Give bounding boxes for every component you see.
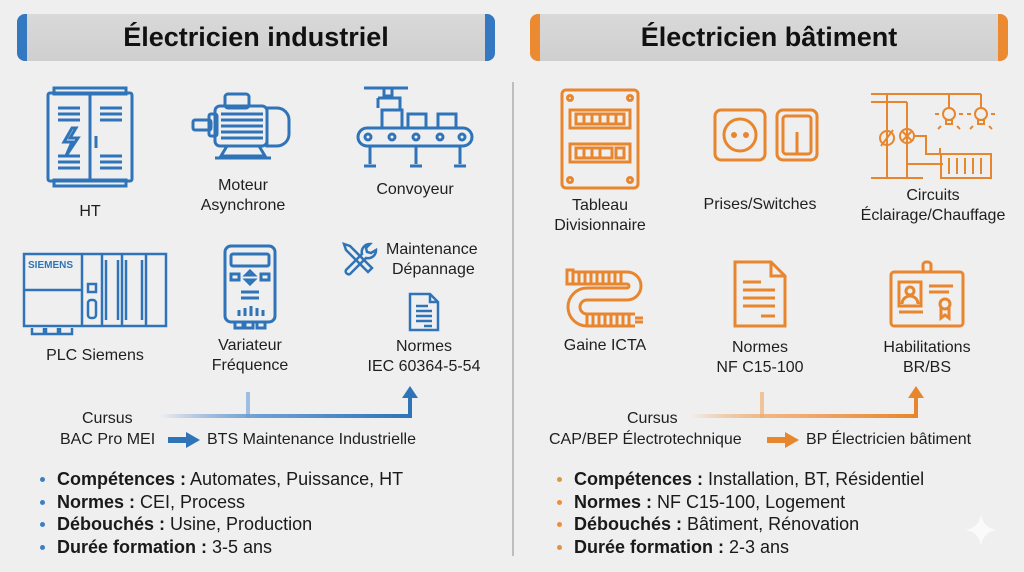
item-label: HT (79, 203, 101, 220)
item-motor: Moteur Asynchrone (188, 90, 298, 216)
item-label: Moteur (218, 177, 268, 194)
item-label: Habilitations (883, 339, 971, 356)
cursus-to: BTS Maintenance Industrielle (207, 431, 416, 448)
distribution-board-icon (560, 88, 640, 190)
motor-icon (191, 92, 291, 160)
item-label: Asynchrone (200, 197, 286, 214)
item-label: PLC Siemens (46, 347, 144, 364)
item-label: Divisionnaire (554, 217, 646, 234)
industrial-title: Électricien industriel (123, 22, 389, 52)
item-label: Convoyeur (376, 181, 454, 198)
item-label: Éclairage/Chauffage (860, 207, 1006, 224)
item-label: Normes (731, 339, 788, 356)
document-icon (408, 292, 440, 332)
industrial-header: Électricien industriel (17, 14, 495, 61)
column-divider (512, 82, 514, 556)
item-label: BR/BS (902, 359, 951, 376)
item-label: Gaine ICTA (563, 337, 647, 354)
tools-icon (342, 242, 378, 276)
item-label: Tableau (571, 197, 629, 214)
item-label: Maintenance (386, 241, 478, 258)
cursus-label: Cursus (627, 410, 678, 427)
cursus-from: BAC Pro MEI (60, 431, 156, 448)
bullet-outlets: Débouchés : Usine, Production (38, 513, 403, 536)
item-label: Prises/Switches (703, 196, 817, 213)
socket-switch-icon (713, 108, 819, 162)
sparkle-icon (965, 514, 997, 546)
item-badge: Habilitations BR/BS (862, 260, 992, 378)
item-label: NF C15-100 (716, 359, 804, 376)
variable-drive-icon (223, 244, 277, 330)
item-label: Variateur (218, 337, 282, 354)
conveyor-icon (356, 86, 474, 168)
item-conveyor: Convoyeur (352, 86, 478, 200)
item-label: Fréquence (211, 357, 289, 374)
cursus-label: Cursus (82, 410, 133, 427)
bullet-skills: Compétences : Automates, Puissance, HT (38, 468, 403, 491)
document-icon (733, 260, 787, 328)
bullet-standards: Normes : NF C15-100, Logement (555, 491, 924, 514)
arrow-right-icon (767, 432, 799, 448)
cursus-path-arrow (690, 386, 924, 418)
electrical-cabinet-icon (46, 86, 134, 188)
building-header: Électricien bâtiment (530, 14, 1008, 61)
item-plc: SIEMENS PLC Siemens (20, 250, 170, 366)
item-label: Normes (395, 338, 452, 355)
item-ht: HT (40, 86, 140, 222)
bullet-skills: Compétences : Installation, BT, Résident… (555, 468, 924, 491)
cursus-from: CAP/BEP Électrotechnique (549, 431, 742, 448)
cursus-to: BP Électricien bâtiment (806, 431, 972, 448)
bullet-duration: Durée formation : 2-3 ans (555, 536, 924, 559)
cursus-path-arrow (160, 386, 418, 418)
building-bullets: Compétences : Installation, BT, Résident… (555, 468, 924, 558)
item-label: Circuits (906, 187, 960, 204)
arrow-right-icon (168, 432, 200, 448)
building-title: Électricien bâtiment (640, 22, 898, 52)
item-conduit: Gaine ICTA (555, 268, 655, 356)
item-label: Dépannage (392, 261, 475, 278)
bullet-standards: Normes : CEI, Process (38, 491, 403, 514)
badge-icon (889, 260, 965, 328)
bullet-outlets: Débouchés : Bâtiment, Rénovation (555, 513, 924, 536)
item-maintenance: Maintenance Dépannage (340, 240, 490, 280)
item-sockets: Prises/Switches (690, 108, 830, 215)
svg-text:SIEMENS: SIEMENS (28, 260, 73, 271)
plc-icon: SIEMENS (22, 252, 168, 336)
item-distribution-board: Tableau Divisionnaire (545, 88, 655, 236)
circuit-icon (871, 93, 995, 179)
item-iec-standard: Normes IEC 60364-5-54 (356, 292, 492, 377)
item-label: IEC 60364-5-54 (367, 358, 481, 375)
conduit-icon (565, 268, 643, 328)
item-circuits: Circuits Éclairage/Chauffage (848, 92, 1018, 226)
bullet-duration: Durée formation : 3-5 ans (38, 536, 403, 559)
item-drive: Variateur Fréquence (200, 244, 300, 376)
industrial-bullets: Compétences : Automates, Puissance, HT N… (38, 468, 403, 558)
item-nf-standard: Normes NF C15-100 (705, 260, 815, 378)
